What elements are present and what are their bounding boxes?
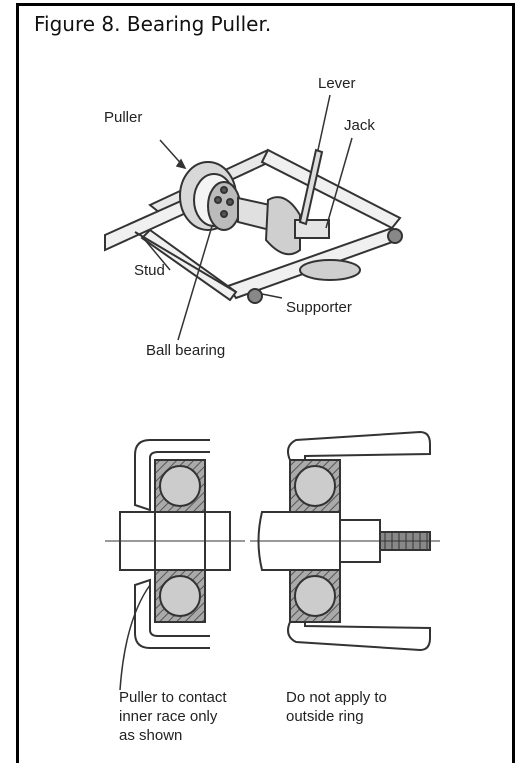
label-puller: Puller	[104, 109, 142, 126]
label-lever: Lever	[318, 75, 356, 92]
caption-left-line1: Puller to contact	[119, 689, 227, 706]
caption-left-line2: inner race only	[119, 708, 218, 725]
caption-right-line2: outside ring	[286, 708, 364, 725]
incorrect-usage-illustration	[250, 430, 440, 652]
figure-title: Figure 8. Bearing Puller.	[34, 12, 272, 36]
caption-right-line1: Do not apply to	[286, 689, 387, 706]
puller-assembly-illustration	[104, 148, 403, 304]
caption-left-line3: as shown	[119, 727, 182, 744]
correct-usage-illustration	[105, 439, 245, 691]
leader-lines	[144, 94, 353, 341]
label-jack: Jack	[344, 117, 375, 134]
figure-frame	[16, 3, 515, 763]
label-supporter: Supporter	[286, 299, 352, 316]
label-stud: Stud	[134, 262, 165, 279]
label-ball-bearing: Ball bearing	[146, 342, 225, 359]
